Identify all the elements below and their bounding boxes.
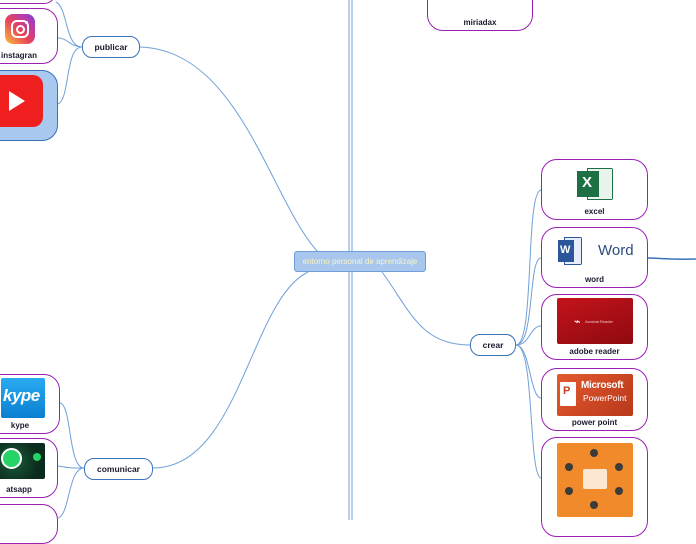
word-logo-text: Word — [598, 242, 634, 259]
node-power-point-label: power point — [571, 418, 618, 427]
powerpoint-logo-line2: PowerPoint — [583, 393, 627, 403]
node-kype[interactable]: kype kype — [0, 374, 60, 434]
node-youtube[interactable] — [0, 70, 58, 141]
node-infographic[interactable] — [541, 437, 648, 537]
connector-center-publicar — [139, 46, 319, 253]
node-miriadax[interactable]: miriadax — [427, 0, 533, 31]
connector-word-out — [647, 257, 696, 261]
connector-crear-excel — [515, 189, 542, 346]
branch-crear-label: crear — [482, 340, 504, 350]
connector-center-crear — [381, 271, 471, 346]
node-adobe-reader[interactable]: ⌁ Acrobat Reader adobe reader — [541, 294, 648, 360]
connector-crear-ppt — [515, 344, 542, 399]
branch-comunicar-label: comunicar — [97, 464, 140, 474]
connector-comunicar-3 — [57, 467, 85, 519]
node-atsapp-label: atsapp — [6, 485, 32, 494]
connector-publicar-2 — [57, 37, 83, 48]
powerpoint-icon: P Microsoft PowerPoint — [557, 374, 633, 416]
skype-logo-text: kype — [3, 386, 40, 405]
connector-layer — [55, 0, 696, 520]
central-topic-label: entorno personal de aprendizaje — [302, 257, 418, 266]
node-excel-label: excel — [584, 207, 605, 216]
connector-comunicar-2 — [57, 465, 85, 469]
node-word-label: word — [584, 275, 605, 284]
branch-crear[interactable]: crear — [470, 334, 516, 356]
connector-center-comunicar — [152, 271, 309, 469]
adobe-reader-icon: ⌁ Acrobat Reader — [557, 298, 633, 344]
connector-crear-infographic — [515, 344, 542, 479]
node-atsapp[interactable]: atsapp — [0, 438, 58, 498]
node-instagran[interactable]: instagran — [0, 8, 58, 64]
central-topic[interactable]: entorno personal de aprendizaje — [294, 251, 426, 272]
connector-crear-word — [515, 257, 542, 346]
powerpoint-logo-line1: Microsoft — [581, 380, 624, 391]
branch-comunicar[interactable]: comunicar — [84, 458, 153, 480]
node-bottom-partial[interactable] — [0, 504, 58, 544]
word-icon: W — [558, 237, 582, 265]
node-power-point[interactable]: P Microsoft PowerPoint power point — [541, 368, 648, 431]
whatsapp-icon — [0, 443, 45, 479]
node-instagran-label: instagran — [0, 51, 37, 60]
acrobat-logo-text: Acrobat Reader — [585, 319, 614, 324]
youtube-icon — [0, 75, 43, 127]
connector-crear-adobe — [515, 325, 542, 346]
connector-publicar-3 — [57, 46, 83, 105]
connector-publicar-1 — [55, 1, 83, 48]
node-adobe-reader-label: adobe reader — [569, 347, 620, 356]
skype-icon: kype — [1, 378, 45, 418]
branch-publicar-label: publicar — [94, 42, 128, 52]
instagram-icon — [5, 14, 35, 44]
node-miriadax-label: miriadax — [463, 18, 497, 27]
node-top-partial[interactable] — [0, 0, 56, 4]
node-word[interactable]: W Word word — [541, 227, 648, 288]
excel-icon: X — [577, 168, 613, 200]
node-kype-label: kype — [10, 421, 30, 430]
branch-publicar[interactable]: publicar — [82, 36, 140, 58]
node-excel[interactable]: X excel — [541, 159, 648, 220]
connector-comunicar-1 — [59, 402, 85, 469]
infographic-image — [557, 443, 633, 517]
